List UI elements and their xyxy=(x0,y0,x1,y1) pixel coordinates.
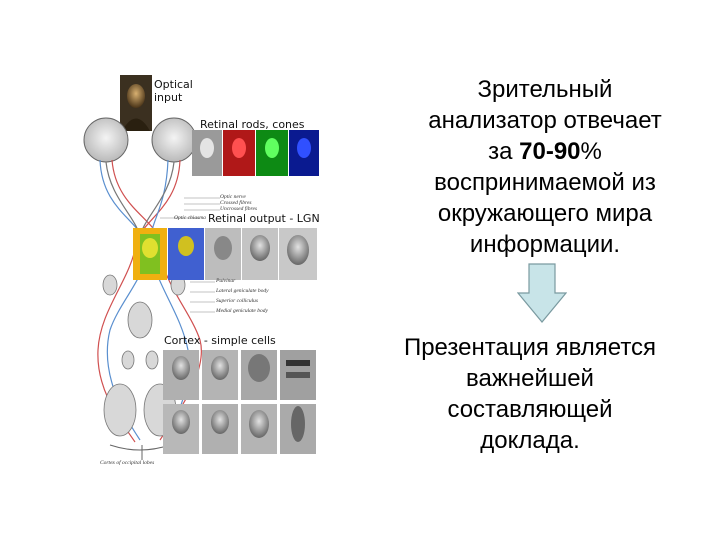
statement-line-4: воспринимаемой из xyxy=(434,169,656,196)
main-statement: Зрительный анализатор отвечает за 70-90%… xyxy=(390,74,700,260)
second-statement: Презентация является важнейшей составляю… xyxy=(360,332,700,456)
statement-line-2: анализатор отвечает xyxy=(428,107,662,134)
optic-chiasma-annotation: Optic chiasma xyxy=(174,215,206,221)
left-eye xyxy=(83,117,129,163)
right-eye xyxy=(151,117,197,163)
crossed-fibres-annotation: Crossed fibres xyxy=(220,200,252,206)
second-line-3: составляющей xyxy=(447,396,613,423)
medial-geniculate-annotation: Medial geniculate body xyxy=(216,308,268,314)
pulvinar-annotation: Pulvinar xyxy=(216,278,236,284)
optical-input-label: Optical input xyxy=(154,78,193,104)
cortex-occipital-annotation: Cortex of occipital lobes xyxy=(100,460,155,466)
statement-line-6: информации. xyxy=(469,231,621,258)
statement-line-3: за 70-90% xyxy=(488,138,602,165)
down-arrow-icon xyxy=(517,263,567,323)
statement-line-1: Зрительный xyxy=(477,76,613,103)
percentage-value: 70-90 xyxy=(519,138,581,165)
retinal-rods-images xyxy=(192,130,319,176)
retinal-rods-label: Retinal rods, cones xyxy=(200,118,305,131)
retinal-output-label: Retinal output - LGN xyxy=(208,212,320,225)
visual-pathway-diagram xyxy=(83,75,319,460)
cortex-label: Cortex - simple cells xyxy=(164,334,276,347)
visual-pathway-figure: Optical input Retinal rods, cones Retina… xyxy=(80,70,370,470)
lateral-geniculate-annotation: Lateral geniculate body xyxy=(216,288,269,294)
retinal-output-images xyxy=(133,228,317,280)
uncrossed-fibres-annotation: Uncrossed fibres xyxy=(220,206,258,212)
second-line-4: доклада. xyxy=(480,427,580,454)
mona-lisa-input-image xyxy=(120,75,152,131)
optic-nerve-annotation: Optic nerve xyxy=(220,194,246,200)
statement-line-5: окружающего мира xyxy=(437,200,653,227)
cortex-simple-cells-images xyxy=(163,350,316,454)
second-line-1: Презентация является xyxy=(403,334,657,361)
second-line-2: важнейшей xyxy=(466,365,594,392)
superior-colliculus-annotation: Superior colliculus xyxy=(216,298,259,304)
